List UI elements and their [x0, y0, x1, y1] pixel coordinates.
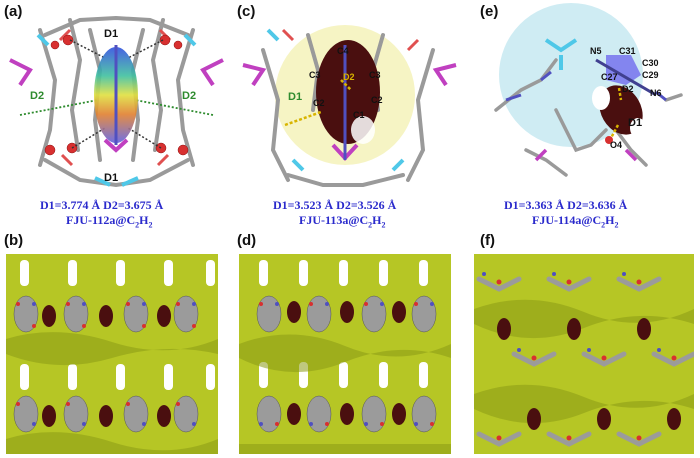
panel-label-b: (b): [4, 232, 24, 249]
label-d1-top: D1: [104, 28, 119, 40]
mof-caption-e: FJU-114a@C2H2: [532, 213, 619, 230]
panel-label-a: (a): [4, 3, 23, 20]
panel-b-packing-surface: [6, 254, 218, 454]
label-d1-bottom: D1: [104, 172, 119, 184]
label-d2: D2: [622, 84, 634, 94]
label-d1: D1: [628, 117, 643, 129]
label-d1: D1: [288, 91, 303, 103]
panel-d-packing-surface: [239, 254, 451, 454]
atom-o4: O4: [610, 140, 623, 150]
label-d2-left: D2: [30, 90, 45, 102]
atom-c3-left: C3: [309, 70, 321, 80]
atom-c2-right: C2: [371, 95, 383, 105]
panel-label-f: (f): [480, 232, 495, 249]
atom-c2-left: C2: [313, 98, 325, 108]
atom-n5: N5: [590, 46, 602, 56]
panel-a-structure: [9, 15, 224, 188]
atom-c31: C31: [619, 46, 636, 56]
panel-a: (a): [0, 0, 233, 230]
atom-c29: C29: [642, 70, 659, 80]
mof-caption-a: FJU-112a@C2H2: [66, 213, 153, 230]
panel-b: (b): [0, 232, 233, 458]
panel-label-d: (d): [237, 232, 257, 249]
distance-readout-a: D1=3.774 Å D2=3.675 Å: [40, 198, 164, 212]
atom-d2: D2: [343, 72, 355, 82]
panel-d: (d): [233, 232, 466, 458]
panel-e: (e) N5 C31 C30 C29 C27 N6 D2 D1 O4: [466, 0, 700, 230]
atom-n6: N6: [650, 88, 662, 98]
distance-readout-e: D1=3.363 Å D2=3.636 Å: [504, 198, 628, 212]
distance-readout-c: D1=3.523 Å D2=3.526 Å: [273, 198, 397, 212]
mof-caption-c: FJU-113a@C2H2: [299, 213, 386, 230]
panel-f: (f): [466, 232, 700, 458]
atom-c1: C1: [353, 110, 365, 120]
panel-c: (c) C4 C3 C3 D2 C2 C2 C1 D1 D1=3.523 Å D: [233, 0, 466, 230]
panel-f-packing-surface: [474, 254, 694, 454]
panel-label-c: (c): [237, 3, 256, 20]
atom-c30: C30: [642, 58, 659, 68]
atom-c4: C4: [337, 46, 349, 56]
atom-c27: C27: [601, 72, 618, 82]
atom-c3-right: C3: [369, 70, 381, 80]
panel-label-e: (e): [480, 3, 499, 20]
label-d2-right: D2: [182, 90, 197, 102]
panel-e-structure: [494, 3, 683, 177]
panel-c-structure: [242, 25, 457, 187]
